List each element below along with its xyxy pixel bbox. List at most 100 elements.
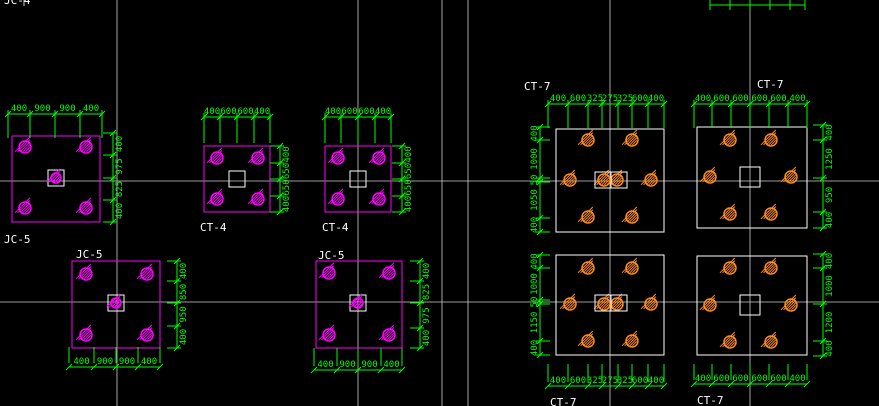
- dim-jc5c-right-label: 975: [422, 307, 432, 323]
- dim-jc5c-bottom-tick: [398, 366, 406, 374]
- dim-jc5b-right-tick: [173, 344, 181, 352]
- pile-hatch: [17, 200, 31, 214]
- pile-hatch: [645, 298, 657, 310]
- dim-ct4b-right-tick: [398, 192, 406, 200]
- dim-ct7b-top-tick: [746, 100, 754, 108]
- dim-ct7c-left-label: 1000: [530, 273, 540, 295]
- pile-circle: [382, 266, 396, 280]
- dim-ct4b-top-label: 600: [341, 107, 357, 117]
- pile-hatch: [80, 202, 92, 214]
- pile-hatch: [763, 132, 777, 146]
- dim-ct4b-top-label: 400: [375, 107, 391, 117]
- pile-hatch: [214, 196, 223, 205]
- pile-cap-ct7: [555, 128, 665, 233]
- pile-hatch: [763, 260, 777, 274]
- dim-ct7c-left-tick: [536, 337, 544, 345]
- dim-ct7b-top-label: 400: [789, 94, 805, 104]
- pile-hatch: [562, 172, 576, 186]
- pile-hatch: [626, 134, 638, 146]
- pile-hatch: [765, 208, 777, 220]
- pile-circle: [625, 261, 639, 275]
- pile-hatch: [730, 268, 736, 274]
- pile-hatch: [83, 205, 92, 214]
- dim-ct7a-top-tick: [598, 100, 606, 108]
- footing-label-ct7: CT-7: [697, 394, 724, 406]
- pile-hatch: [373, 193, 385, 205]
- pile-circle: [723, 261, 737, 275]
- pile-hatch: [252, 152, 264, 164]
- pile-hatch: [707, 174, 716, 183]
- dim-ct4a-top-label: 600: [220, 107, 236, 117]
- pile-hatch: [614, 301, 623, 310]
- dim-jc5a-right-label: 825: [115, 181, 125, 197]
- pile-hatch: [570, 304, 576, 310]
- pile-hatch: [86, 274, 92, 280]
- dim-ct7b-right-label: 400: [825, 212, 835, 228]
- pile-hatch: [373, 152, 385, 164]
- pile-circle: [322, 328, 336, 342]
- dim-ct7a-top-tick: [584, 100, 592, 108]
- pile-hatch: [211, 152, 223, 164]
- dim-ct7b-top-tick: [690, 100, 698, 108]
- pile-hatch: [704, 299, 716, 311]
- dim-ct4b-top-tick: [354, 113, 362, 121]
- pile-hatch: [562, 296, 576, 310]
- pile-hatch: [596, 172, 610, 186]
- dim-jc5a-top-tick: [26, 110, 34, 118]
- pile-circle: [784, 298, 798, 312]
- pile-hatch: [147, 274, 153, 280]
- dim-ct7c-left-label: 1150: [530, 312, 540, 334]
- dim-ct7a-left-label: 50: [530, 175, 540, 186]
- dim-ct7c-left-tick: [536, 296, 544, 304]
- dim-ct7c-left-label: 400: [530, 253, 540, 269]
- dim-ct7d-right-tick: [819, 264, 827, 272]
- pile-hatch: [588, 140, 594, 146]
- pile-hatch: [46, 168, 61, 183]
- pile-hatch: [783, 297, 797, 311]
- pile-circle: [322, 266, 336, 280]
- pile-hatch: [727, 137, 736, 146]
- dim-ct7d-right-label: 400: [825, 340, 835, 356]
- pile-circle: [581, 210, 595, 224]
- pile-hatch: [785, 299, 797, 311]
- pile-hatch: [559, 293, 576, 310]
- dim-ct7d-bottom-tick: [708, 380, 716, 388]
- dim-ct7b-right-tick: [819, 224, 827, 232]
- pile-hatch: [386, 270, 395, 279]
- dim-ct7b-top-label: 600: [713, 94, 729, 104]
- dim-jc5c-bottom-label: 900: [361, 360, 377, 370]
- dim-jc5c-right-tick: [416, 257, 424, 265]
- column-square: [739, 294, 761, 316]
- pile-hatch: [609, 172, 623, 186]
- pile-hatch: [379, 158, 385, 164]
- pile-hatch: [699, 294, 716, 311]
- pile-hatch: [17, 139, 31, 153]
- pile-hatch: [217, 199, 223, 205]
- pile-hatch: [209, 191, 223, 205]
- dim-jc5c-bottom-label: 400: [317, 360, 333, 370]
- dim-ct4b-right-tick: [398, 208, 406, 216]
- dim-ct7c-bottom-tick: [584, 382, 592, 390]
- pile-hatch: [643, 296, 657, 310]
- dim-ct7c-bottom-tick: [614, 382, 622, 390]
- dim-ct7b-top-label: 600: [751, 94, 767, 104]
- dim-ct7d-bottom-label: 600: [732, 374, 748, 384]
- pile-hatch: [75, 197, 92, 214]
- dim-ct7c-bottom-label: 325: [617, 376, 633, 386]
- pile-hatch: [771, 342, 777, 348]
- pile-hatch: [330, 191, 344, 205]
- pile-hatch: [596, 296, 610, 310]
- pile-hatch: [582, 335, 594, 347]
- pile-hatch: [321, 265, 335, 279]
- pile-hatch: [559, 169, 576, 186]
- pile-hatch: [83, 332, 92, 341]
- dim-ct4a-top-label: 400: [204, 107, 220, 117]
- pile-hatch: [75, 263, 92, 280]
- dim-ct7a-top-label: 600: [632, 94, 648, 104]
- pile-hatch: [144, 271, 153, 280]
- dim-jc5b-bottom-tick: [90, 363, 98, 371]
- pile-hatch: [651, 180, 657, 186]
- pile-hatch: [338, 199, 344, 205]
- pile-hatch: [765, 262, 777, 274]
